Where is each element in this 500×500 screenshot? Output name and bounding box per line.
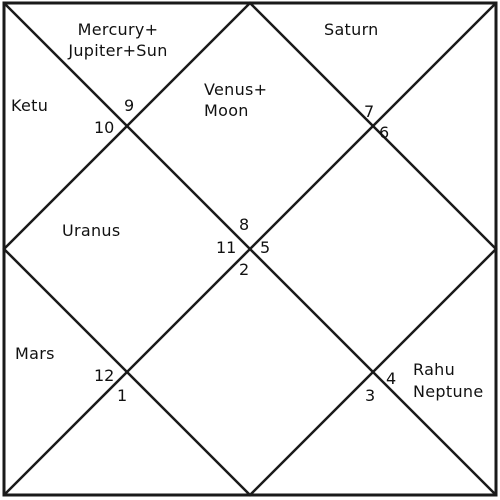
house-3-sign-number: 10 (94, 118, 115, 137)
house-5-sign-number: 12 (94, 366, 115, 385)
house-9-planet-1: Rahu (413, 360, 456, 379)
house-6-sign-number: 1 (117, 386, 128, 405)
house-10-sign-number: 5 (260, 238, 271, 257)
house-12-sign-number: 7 (364, 102, 375, 121)
house-3-planet-1: Ketu (11, 96, 49, 115)
house-2-planet-2: Jupiter+Sun (68, 41, 168, 60)
house-1-planet-2: Moon (204, 101, 249, 120)
house-2-sign-number: 9 (124, 96, 135, 115)
house-11-sign-number: 6 (379, 123, 390, 142)
house-5-planet-1: Mars (15, 344, 55, 363)
house-4-sign-number: 11 (216, 238, 237, 257)
house-2-planet-1: Mercury+ (77, 20, 159, 39)
house-7-sign-number: 2 (239, 260, 250, 279)
house-9-planet-2: Neptune (413, 382, 484, 401)
house-1-planet-1: Venus+ (204, 80, 268, 99)
house-1-sign-number: 8 (239, 215, 250, 234)
house-8-sign-number: 3 (365, 386, 376, 405)
diagonal-anti (3, 2, 497, 496)
house-12-planet-1: Saturn (324, 20, 379, 39)
house-4-planet-1: Uranus (62, 221, 121, 240)
house-9-sign-number: 4 (386, 369, 397, 388)
